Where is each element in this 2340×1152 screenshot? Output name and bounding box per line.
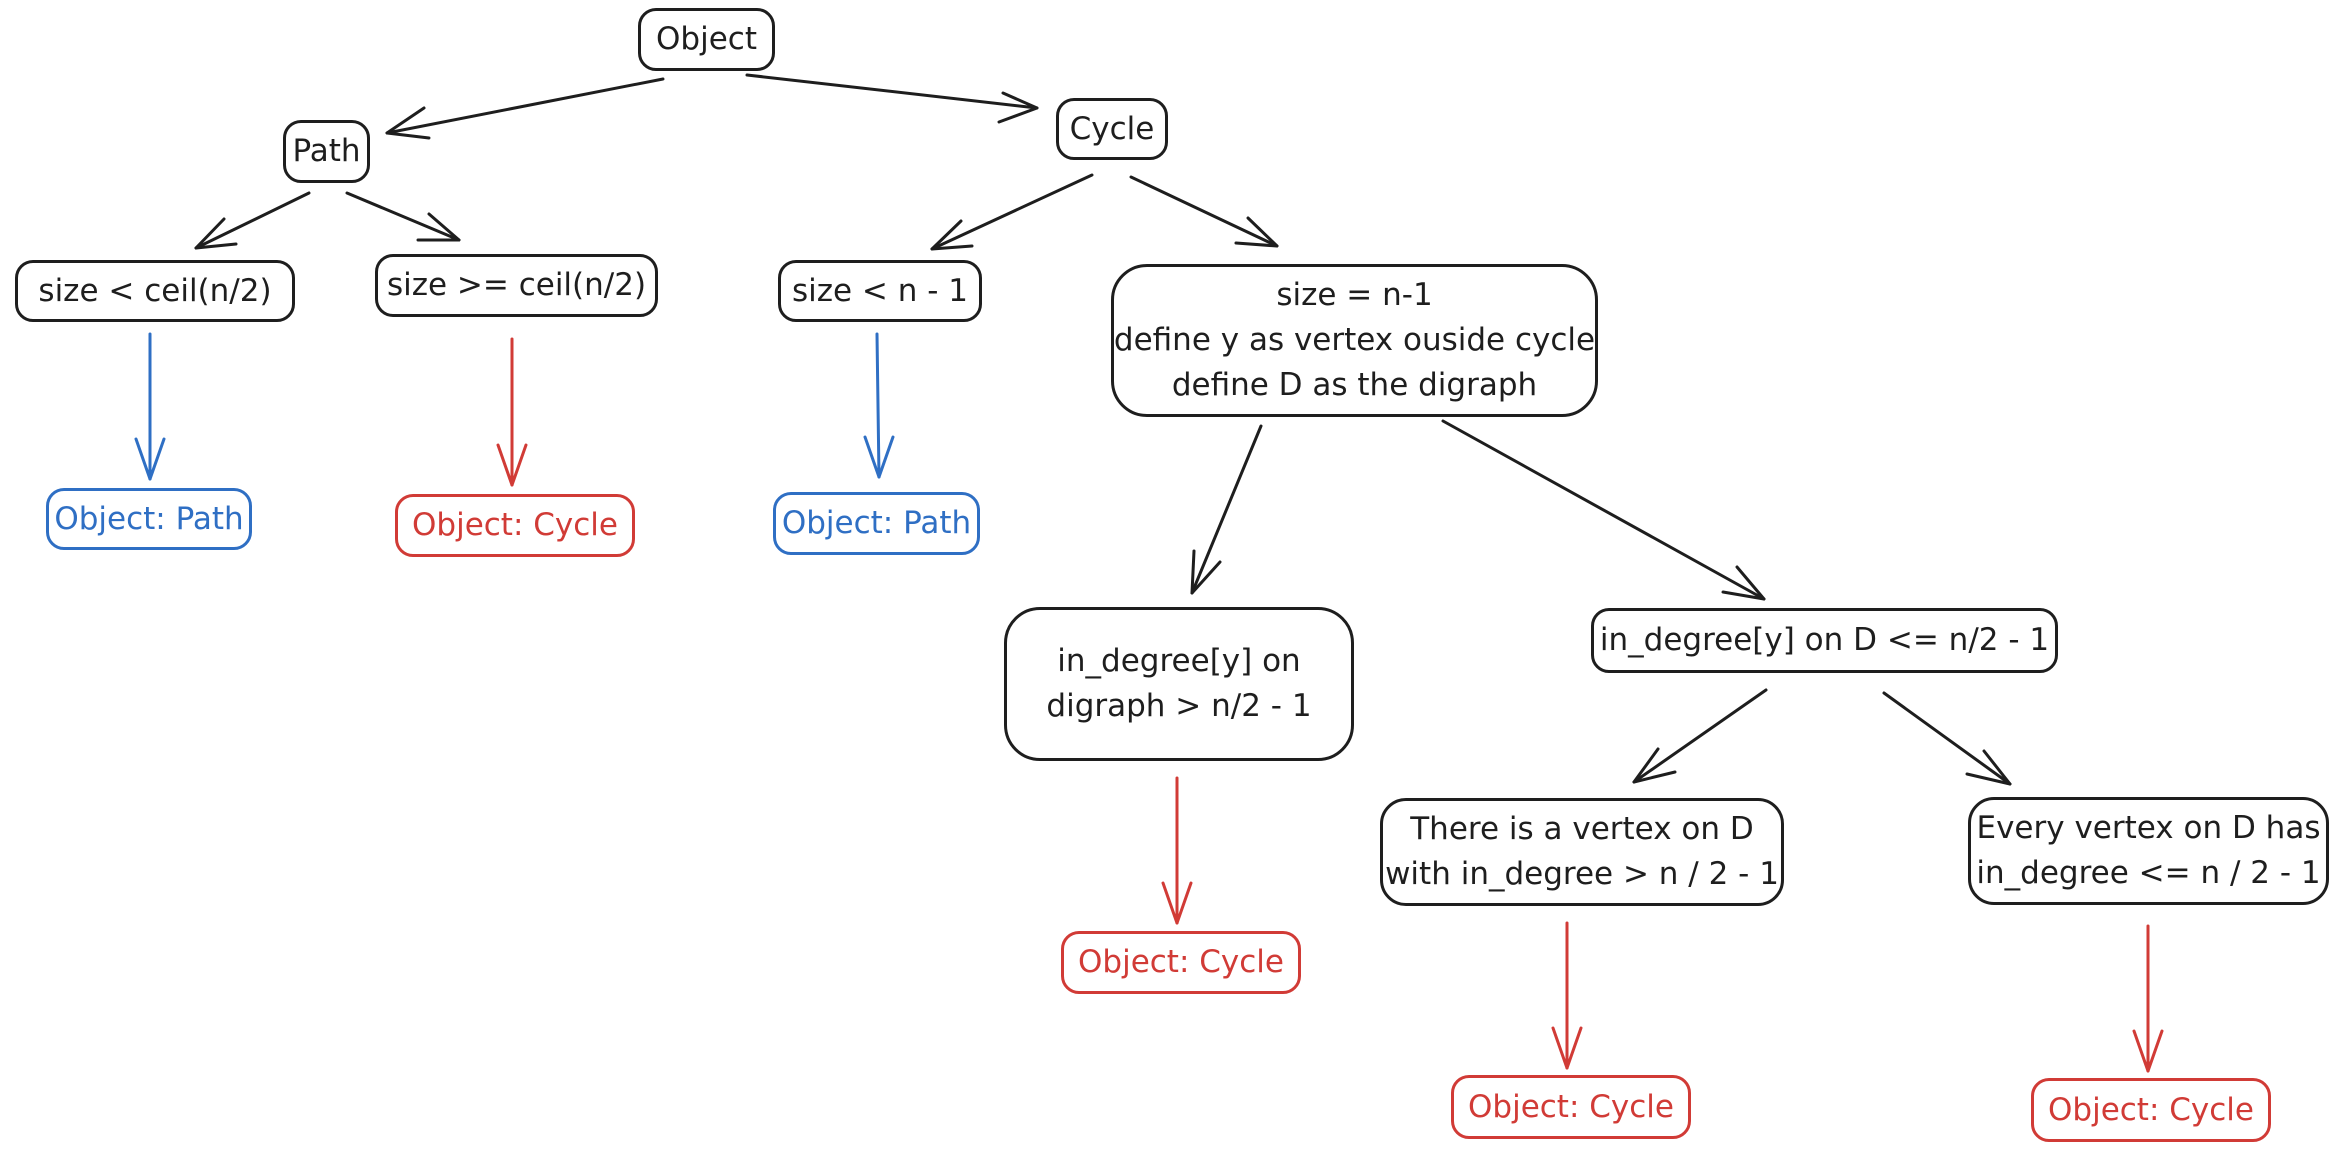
node-size-lt-n-minus-1[interactable]: size < n - 1: [778, 260, 982, 322]
edge-size-lt-n-minus-1-to-object-path: [863, 332, 895, 479]
result-object-cycle-1-label: Object: Cycle: [412, 507, 618, 543]
node-object-root[interactable]: Object: [638, 8, 775, 71]
node-vertex-exists[interactable]: There is a vertex on D with in_degree > …: [1380, 798, 1784, 906]
edge-path-to-size-ge-ceil: [345, 191, 461, 242]
edge-size-ge-ceil-to-object-cycle: [496, 337, 528, 487]
node-size-eq-n-minus-1[interactable]: size = n-1 define y as vertex ouside cyc…: [1111, 264, 1598, 417]
result-object-cycle-2[interactable]: Object: Cycle: [1061, 931, 1301, 994]
node-every-vertex-line-2: in_degree <= n / 2 - 1: [1976, 855, 2321, 891]
result-object-cycle-4-label: Object: Cycle: [2048, 1091, 2254, 1128]
result-object-cycle-4[interactable]: Object: Cycle: [2031, 1078, 2271, 1142]
node-size-eq-line-2: define y as vertex ouside cycle: [1113, 322, 1596, 358]
edge-size-eq-to-indegree-high: [1190, 424, 1263, 595]
node-indegree-high-line-1: in_degree[y] on: [1057, 643, 1301, 679]
node-size-ge-ceil[interactable]: size >= ceil(n/2): [375, 254, 658, 317]
node-size-eq-line-1: size = n-1: [1276, 277, 1433, 313]
node-path[interactable]: Path: [283, 120, 370, 183]
node-indegree-low[interactable]: in_degree[y] on D <= n/2 - 1: [1591, 608, 2058, 673]
node-object-root-label: Object: [656, 21, 757, 57]
edge-indegree-low-to-vertex-exists: [1632, 688, 1768, 784]
edge-cycle-to-size-eq-n-minus-1: [1129, 175, 1279, 248]
result-object-path-2-label: Object: Path: [781, 505, 972, 541]
edge-cycle-to-size-lt-n-minus-1: [930, 173, 1094, 251]
edge-every-vertex-to-object-cycle: [2132, 924, 2164, 1073]
edge-vertex-exists-to-object-cycle: [1551, 921, 1583, 1070]
result-object-path-2[interactable]: Object: Path: [773, 492, 980, 555]
edge-root-to-path: [385, 77, 665, 140]
edge-size-lt-ceil-to-object-path: [134, 332, 166, 481]
node-size-eq-line-3: define D as the digraph: [1171, 367, 1538, 403]
node-indegree-high-line-2: digraph > n/2 - 1: [1046, 688, 1312, 724]
edge-root-to-cycle: [745, 73, 1039, 124]
result-object-cycle-1[interactable]: Object: Cycle: [395, 494, 635, 557]
node-indegree-high[interactable]: in_degree[y] on digraph > n/2 - 1: [1004, 607, 1354, 761]
node-cycle-label: Cycle: [1069, 110, 1155, 147]
node-path-label: Path: [292, 133, 361, 169]
node-vertex-exists-line-1: There is a vertex on D: [1410, 811, 1754, 847]
node-indegree-low-label: in_degree[y] on D <= n/2 - 1: [1599, 622, 2050, 658]
result-object-cycle-2-label: Object: Cycle: [1078, 944, 1284, 980]
result-object-cycle-3[interactable]: Object: Cycle: [1451, 1075, 1691, 1139]
node-size-ge-ceil-label: size >= ceil(n/2): [386, 267, 647, 303]
node-cycle[interactable]: Cycle: [1056, 98, 1168, 160]
result-object-path-1[interactable]: Object: Path: [46, 488, 252, 550]
node-vertex-exists-line-2: with in_degree > n / 2 - 1: [1385, 856, 1779, 892]
node-size-lt-ceil-label: size < ceil(n/2): [38, 272, 272, 309]
result-object-path-1-label: Object: Path: [54, 500, 244, 537]
node-size-lt-n-minus-1-label: size < n - 1: [791, 272, 969, 309]
edge-path-to-size-lt-ceil: [194, 191, 311, 250]
edge-indegree-low-to-every-vertex: [1882, 691, 2012, 786]
node-every-vertex[interactable]: Every vertex on D has in_degree <= n / 2…: [1968, 797, 2329, 905]
node-size-lt-ceil[interactable]: size < ceil(n/2): [15, 260, 295, 322]
result-object-cycle-3-label: Object: Cycle: [1468, 1088, 1674, 1125]
node-every-vertex-line-1: Every vertex on D has: [1976, 810, 2321, 846]
edge-size-eq-to-indegree-low: [1441, 419, 1766, 601]
edge-indegree-high-to-object-cycle: [1161, 776, 1193, 925]
